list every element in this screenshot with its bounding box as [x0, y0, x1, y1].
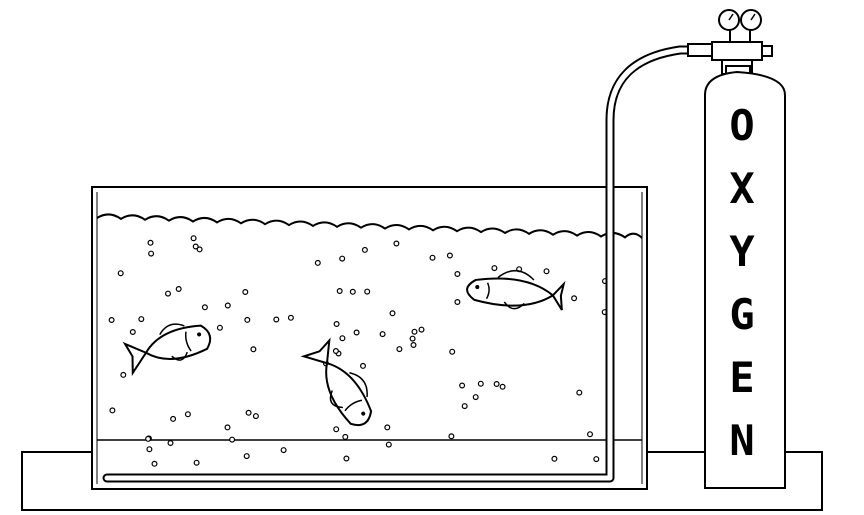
- bubble-icon: [461, 403, 468, 410]
- bubble-icon: [245, 409, 252, 416]
- bubble-icon: [201, 304, 208, 311]
- bubble-icon: [389, 310, 396, 317]
- bubble-icon: [339, 335, 346, 342]
- bubble-icon: [491, 265, 498, 272]
- fish-icon: [466, 270, 566, 311]
- bubble-icon: [333, 321, 340, 328]
- bubble-icon: [410, 342, 417, 349]
- bubble-icon: [287, 314, 294, 321]
- bubble-icon: [472, 394, 479, 401]
- bubble-icon: [193, 459, 200, 466]
- bubble-icon: [273, 316, 280, 323]
- pressure-gauge-icon: [718, 9, 740, 31]
- bubble-icon: [151, 460, 158, 467]
- bubble-icon: [165, 290, 172, 297]
- bubble-icon: [342, 433, 349, 440]
- bubble-icon: [477, 380, 484, 387]
- bubble-icon: [418, 326, 425, 333]
- cylinder-letter: X: [729, 164, 754, 213]
- bubble-icon: [379, 331, 386, 338]
- bubble-icon: [448, 433, 455, 440]
- oxygen-bubbles: [108, 235, 608, 467]
- cylinder-letter: E: [729, 353, 754, 402]
- cylinder-letter: G: [729, 290, 754, 339]
- bubble-icon: [333, 426, 340, 433]
- bubble-icon: [396, 346, 403, 353]
- cylinder-letter: O: [729, 101, 754, 150]
- bubble-icon: [252, 413, 259, 420]
- bubble-icon: [454, 271, 461, 278]
- bubble-icon: [499, 383, 506, 390]
- bubble-icon: [242, 289, 249, 296]
- bubble-icon: [349, 288, 356, 295]
- bubble-icon: [120, 371, 127, 378]
- bubble-icon: [543, 268, 550, 275]
- bubble-icon: [216, 324, 223, 331]
- bubble-icon: [129, 329, 136, 336]
- bubble-icon: [145, 435, 152, 442]
- bubble-icon: [108, 317, 115, 324]
- cylinder-letter: N: [729, 416, 754, 465]
- bubble-icon: [360, 362, 367, 369]
- bubble-icon: [576, 389, 583, 396]
- bubble-icon: [332, 348, 339, 355]
- bubble-icon: [429, 254, 436, 261]
- bubble-icon: [192, 243, 199, 250]
- bubble-icon: [571, 295, 578, 302]
- bubble-icon: [170, 415, 177, 422]
- bubble-icon: [385, 441, 392, 448]
- bubble-icon: [593, 456, 600, 463]
- bubble-icon: [361, 246, 368, 253]
- oxygen-cylinder: [704, 70, 786, 489]
- bubble-icon: [314, 259, 321, 266]
- fish-icon: [300, 337, 373, 427]
- regulator-valve: [711, 30, 773, 75]
- bubble-icon: [224, 302, 231, 309]
- bubble-icon: [184, 411, 191, 418]
- cylinder-letter: Y: [729, 227, 755, 276]
- bubble-icon: [146, 446, 153, 453]
- oxygen-hose-inner: [104, 47, 711, 481]
- bubble-icon: [244, 316, 251, 323]
- bubble-icon: [364, 288, 371, 295]
- bubble-icon: [336, 288, 343, 295]
- bubble-icon: [449, 348, 456, 355]
- pressure-gauge-icon: [740, 9, 762, 31]
- bubble-icon: [243, 453, 250, 460]
- bubble-icon: [229, 436, 236, 443]
- bubble-icon: [493, 381, 500, 388]
- bubble-icon: [339, 255, 346, 262]
- bubble-icon: [250, 346, 257, 353]
- water-surface: [96, 213, 643, 239]
- bubble-icon: [454, 299, 461, 306]
- bubble-icon: [175, 286, 182, 293]
- bubble-icon: [384, 424, 391, 431]
- cylinder-neck: [725, 65, 751, 74]
- bubble-icon: [196, 246, 203, 253]
- bubble-icon: [109, 407, 116, 414]
- bubble-icon: [343, 455, 350, 462]
- bubble-icon: [167, 440, 174, 447]
- bubble-icon: [586, 431, 593, 438]
- bubble-icon: [446, 252, 453, 259]
- bubble-icon: [393, 240, 400, 247]
- bubble-icon: [459, 382, 466, 389]
- bubble-icon: [280, 447, 287, 454]
- bubble-icon: [224, 424, 231, 431]
- bubble-icon: [409, 335, 416, 342]
- bubble-icon: [353, 329, 360, 336]
- bubble-icon: [551, 455, 558, 462]
- bubble-icon: [117, 270, 124, 277]
- cylinder-label: O X Y G E N: [729, 101, 755, 465]
- bubble-icon: [147, 239, 154, 246]
- bubble-icon: [190, 235, 197, 242]
- bubble-icon: [138, 316, 145, 323]
- bubble-icon: [411, 328, 418, 335]
- hose-fitting: [687, 43, 715, 57]
- fish-icon: [122, 323, 212, 377]
- bubble-icon: [148, 250, 155, 257]
